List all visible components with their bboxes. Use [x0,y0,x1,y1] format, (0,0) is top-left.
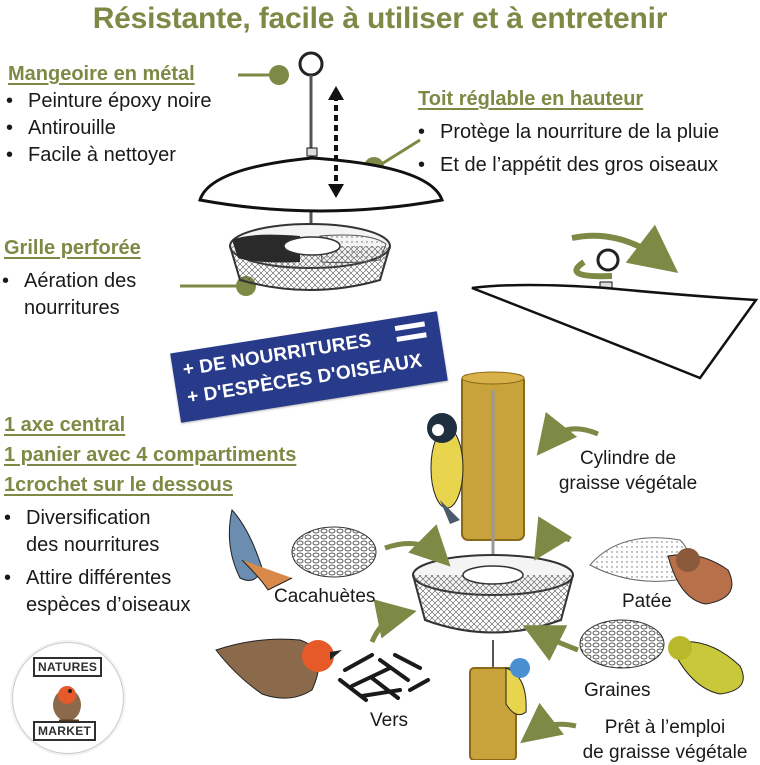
list-item: •Et de l’appétit des gros oiseaux [418,154,718,176]
list-item: •Attire différentes [4,567,172,589]
feeder-top [198,51,445,291]
label-peanuts: Cacahuètes [274,586,376,607]
heading-axis: 1 axe central [4,414,126,436]
seed-pile [579,619,665,669]
leader-dot-metal [269,65,289,85]
logo-text-top: NATURES [33,657,103,677]
heading-hook: 1crochet sur le dessous [4,474,233,496]
heading-metal: Mangeoire en métal [8,63,195,85]
list-item: •Protège la nourriture de la pluie [418,121,720,143]
label-patee: Patée [622,591,672,612]
page-title: Résistante, facile à utiliser et à entre… [92,2,668,35]
list-item: •Antirouille [6,117,116,139]
list-item: •Aération des [2,270,137,292]
list-item: espèces d’oiseaux [26,594,191,616]
list-item: •Facile à nettoyer [6,144,176,166]
adjustable-roof [471,224,759,380]
blue-tit-bird [505,658,530,716]
logo-text-bottom: MARKET [33,721,97,741]
list-features: •Diversification des nourritures •Attire… [4,505,191,619]
label-cylinder: Cylindre de graisse végétale [558,448,698,494]
list-item: •Diversification [4,507,151,529]
heading-grid: Grille perforée [4,237,141,259]
nuthatch-bird [228,508,293,591]
list-metal: •Peinture époxy noire •Antirouille •Faci… [6,88,211,169]
brand-logo: NATURES MARKET [12,642,124,754]
peanut-pile [291,526,377,578]
robin-logo-icon [53,686,81,723]
robin-bird [215,638,342,699]
label-seeds: Graines [584,680,651,701]
equals-icon [394,321,427,343]
list-item: nourritures [24,297,120,319]
heading-basket: 1 panier avec 4 compartiments [4,444,297,466]
direction-arrows [369,411,599,744]
list-item: •Peinture époxy noire [6,90,212,112]
worm-pile [338,653,430,702]
central-feeder [412,371,574,760]
great-tit-bird [427,413,464,524]
greenfinch-bird [668,636,744,695]
food-illustrations [291,526,690,702]
label-ready: Prêt à l’emploi de graisse végétale [582,717,748,763]
sparrow-bird [667,548,733,605]
label-worms: Vers [370,710,409,731]
heading-roof: Toit réglable en hauteur [418,88,644,110]
list-roof: •Protège la nourriture de la pluie •Et d… [418,119,719,179]
list-item: des nourritures [26,534,160,556]
list-grid: •Aération des nourritures [2,268,136,322]
